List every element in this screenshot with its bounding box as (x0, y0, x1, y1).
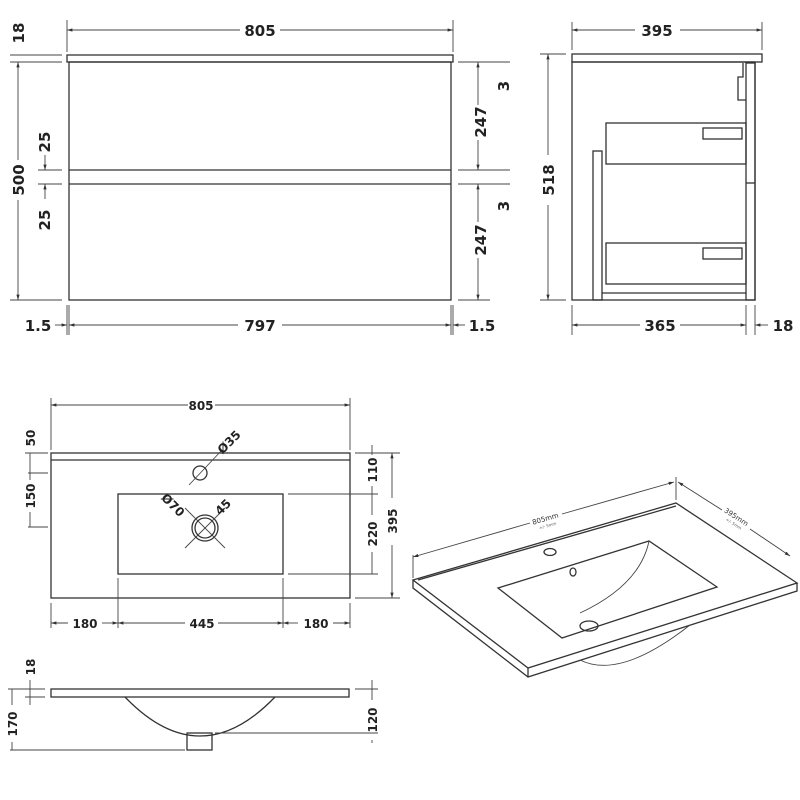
front-carcass (68, 61, 452, 301)
iso-width-tolerance: +/- 5mm (538, 521, 557, 531)
total-height-label: 170 (6, 711, 20, 736)
front-width-label: 805 (244, 22, 275, 40)
side-view: 395 518 365 18 (540, 22, 793, 335)
side-drawer-bottom (605, 242, 747, 285)
tap-hole-label: Ø35 (215, 428, 244, 457)
iso-bowl-underside (579, 624, 691, 666)
waste-hole-label: Ø70 (158, 491, 187, 520)
basin-outline (50, 452, 351, 599)
side-door-panel (745, 62, 756, 301)
side-drawer-top (605, 122, 747, 165)
basin-plan-view: Ø35 Ø70 45 805 50 150 110 220 395 180 44… (24, 398, 400, 631)
front-height-label: 500 (10, 164, 28, 195)
gap-top-label: 25 (36, 132, 54, 153)
basin-section-view: 18 170 120 (6, 659, 380, 751)
side-left-label: 1.5 (25, 317, 52, 335)
drawer-bottom-height-label: 247 (472, 224, 490, 255)
bowl-top-offset-label: 110 (366, 457, 380, 482)
basin-bowl (117, 493, 284, 575)
basin-isometric-view: 805mm +/- 5mm 395mm +/- 5mm (411, 477, 799, 678)
iso-slab-edge (412, 580, 798, 678)
side-carcass (571, 61, 756, 301)
side-body-depth-label: 365 (644, 317, 675, 335)
inner-width-label: 797 (244, 317, 275, 335)
iso-tap-hole (543, 547, 557, 557)
bowl-depth-label: 220 (366, 521, 380, 546)
door-thickness-label: 18 (773, 317, 794, 335)
side-height-label: 518 (540, 164, 558, 195)
basin-depth-label: 395 (386, 508, 400, 533)
gap-bottom-label: 25 (36, 210, 54, 231)
tap-offset-label: 150 (24, 483, 38, 508)
drawer-handle-bottom (702, 247, 743, 260)
side-depth-label: 395 (641, 22, 672, 40)
front-worktop (66, 54, 454, 63)
iso-waste (579, 620, 599, 632)
side-right-label: 1.5 (469, 317, 496, 335)
side-bracket (737, 63, 746, 101)
margin-right-label: 180 (303, 617, 328, 631)
side-plinth-strip (592, 150, 603, 301)
basin-waste (186, 732, 213, 751)
drawer-top-height-label: 247 (472, 106, 490, 137)
waste-outer (191, 514, 219, 542)
bowl-width-label: 445 (189, 617, 214, 631)
waste-size-label: 45 (212, 496, 234, 518)
slab-thickness-label: 18 (24, 659, 38, 676)
drawer-handle-top (702, 127, 743, 140)
bowl-height-label: 120 (366, 707, 380, 732)
worktop-thickness-label: 18 (10, 23, 28, 44)
side-worktop (571, 53, 763, 63)
iso-overflow (569, 567, 577, 577)
basin-slab (50, 688, 350, 698)
iso-bowl (496, 540, 719, 639)
upstand-label: 50 (24, 430, 38, 447)
front-view: 805 18 500 25 25 247 247 3 3 1.5 797 1.5 (10, 20, 513, 335)
waste-inner (194, 517, 216, 539)
basin-bowl-profile (124, 696, 276, 737)
tap-hole (192, 465, 208, 481)
drawer-gap-top-label: 3 (495, 81, 513, 91)
margin-left-label: 180 (72, 617, 97, 631)
drawer-gap-bottom-label: 3 (495, 201, 513, 211)
basin-width-label: 805 (188, 399, 213, 413)
